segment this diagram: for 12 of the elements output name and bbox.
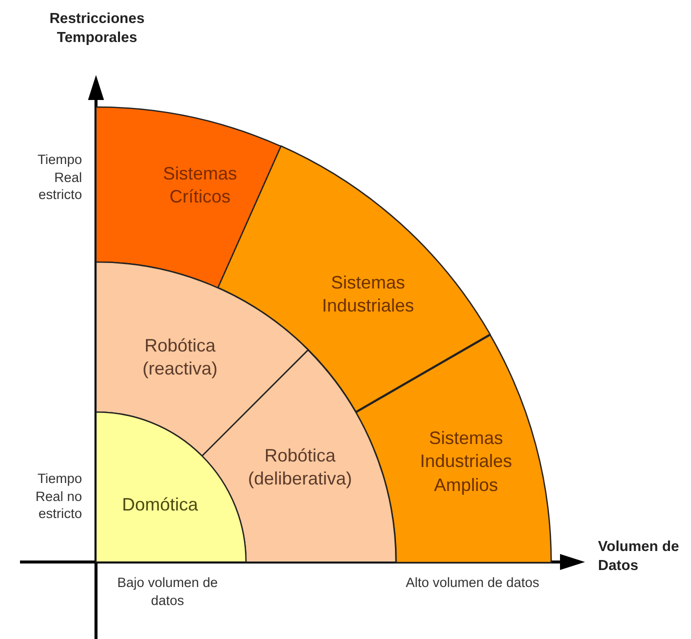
axis-tick-label: Tiempo Real estricto (36, 151, 82, 204)
axis-title: Restricciones Temporales (48, 10, 146, 48)
region-label: Robótica (deliberativa) (246, 444, 353, 491)
region-label: Robótica (reactiva) (141, 334, 218, 381)
region-label: Domótica (120, 493, 200, 516)
axis-tick-label: Alto volumen de datos (405, 574, 540, 592)
region-label: Sistemas Industriales (320, 272, 416, 318)
axis-tick-label: Tiempo Real no estricto (34, 470, 82, 523)
axis-tick-label: Bajo volumen de datos (116, 574, 219, 610)
region-label: Sistemas Industriales Amplios (418, 426, 514, 497)
axis-title: Volumen de Datos (598, 538, 680, 576)
region-label: Sistemas Críticos (162, 162, 238, 209)
